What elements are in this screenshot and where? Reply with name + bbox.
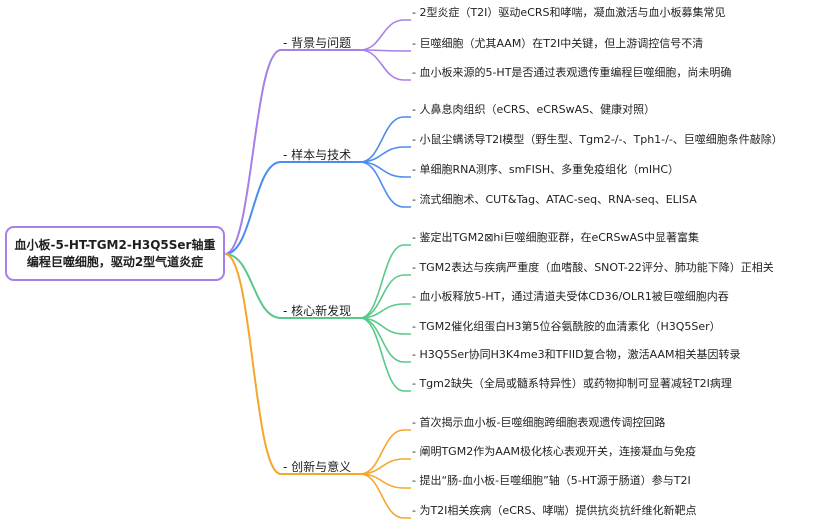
- branch-connector-1: [224, 49, 282, 255]
- leaf-innovation-1[interactable]: - 首次揭示血小板-巨噬细胞跨细胞表观遗传调控回路: [412, 416, 666, 429]
- branch-innovation-significance[interactable]: - 创新与意义: [283, 460, 352, 474]
- leaf-findings-5[interactable]: - H3Q5Ser协同H3K4me3和TFIID复合物，激活AAM相关基因转录: [412, 348, 741, 361]
- leaf-connector-2-2: [359, 146, 411, 163]
- leaf-connector-2-4: [359, 161, 411, 208]
- branch-connector-3: [224, 253, 282, 319]
- leaf-samples-3[interactable]: - 单细胞RNA测序、smFISH、多重免疫组化（mIHC）: [412, 163, 680, 176]
- leaf-samples-1[interactable]: - 人鼻息肉组织（eCRS、eCRSwAS、健康对照）: [412, 103, 656, 116]
- leaf-background-1[interactable]: - 2型炎症（T2I）驱动eCRS和哮喘，凝血激活与血小板募集常见: [412, 6, 726, 19]
- leaf-connector-3-3: [359, 303, 411, 319]
- leaf-findings-3[interactable]: - 血小板释放5-HT，通过清道夫受体CD36/OLR1被巨噬细胞内吞: [412, 290, 729, 303]
- leaf-connector-1-1: [359, 19, 411, 51]
- leaf-connector-2-1: [359, 116, 411, 163]
- leaf-innovation-4[interactable]: - 为T2I相关疾病（eCRS、哮喘）提供抗炎抗纤维化新靶点: [412, 504, 697, 517]
- branch-background[interactable]: - 背景与问题: [283, 36, 352, 50]
- root-node[interactable]: 血小板-5-HT-TGM2-H3Q5Ser轴重 编程巨噬细胞，驱动2型气道炎症: [5, 226, 225, 281]
- leaf-connector-1-2: [359, 49, 411, 52]
- leaf-connector-3-2: [359, 274, 411, 319]
- leaf-connector-3-1: [359, 244, 411, 319]
- leaf-connector-4-2: [359, 458, 411, 475]
- branch-core-findings[interactable]: - 核心新发现: [283, 304, 352, 318]
- leaf-findings-1[interactable]: - 鉴定出TGM2⊠hi巨噬细胞亚群，在eCRSwAS中显著富集: [412, 231, 700, 244]
- leaf-connector-1-3: [359, 49, 411, 81]
- leaf-connector-4-4: [359, 473, 411, 519]
- leaf-background-2[interactable]: - 巨噬细胞（尤其AAM）在T2I中关键，但上游调控信号不清: [412, 37, 704, 50]
- leaf-background-3[interactable]: - 血小板来源的5-HT是否通过表观遗传重编程巨噬细胞，尚未明确: [412, 66, 732, 79]
- root-title-line-2: 编程巨噬细胞，驱动2型气道炎症: [26, 254, 204, 269]
- leaf-samples-2[interactable]: - 小鼠尘螨诱导T2I模型（野生型、Tgm2-/-、Tph1-/-、巨噬细胞条件…: [412, 133, 783, 146]
- leaf-innovation-2[interactable]: - 阐明TGM2作为AAM极化核心表观开关，连接凝血与免疫: [412, 445, 697, 458]
- branch-samples-techniques[interactable]: - 样本与技术: [283, 148, 352, 162]
- leaf-innovation-3[interactable]: - 提出“肠-血小板-巨噬细胞”轴（5-HT源于肠道）参与T2I: [412, 474, 691, 487]
- leaf-connector-3-5: [359, 317, 411, 363]
- leaf-samples-4[interactable]: - 流式细胞术、CUT&Tag、ATAC-seq、RNA-seq、ELISA: [412, 193, 697, 206]
- leaf-connector-4-1: [359, 429, 411, 475]
- branch-connector-4: [224, 253, 282, 475]
- leaf-connector-3-6: [359, 317, 411, 392]
- branch-connector-2: [224, 161, 282, 255]
- leaf-findings-4[interactable]: - TGM2催化组蛋白H3第5位谷氨酰胺的血清素化（H3Q5Ser）: [412, 320, 721, 333]
- leaf-findings-6[interactable]: - Tgm2缺失（全局或髓系特异性）或药物抑制可显著减轻T2I病理: [412, 377, 732, 390]
- leaf-findings-2[interactable]: - TGM2表达与疾病严重度（血嗜酸、SNOT-22评分、肺功能下降）正相关: [412, 261, 774, 274]
- root-title-line-1: 血小板-5-HT-TGM2-H3Q5Ser轴重: [14, 237, 216, 252]
